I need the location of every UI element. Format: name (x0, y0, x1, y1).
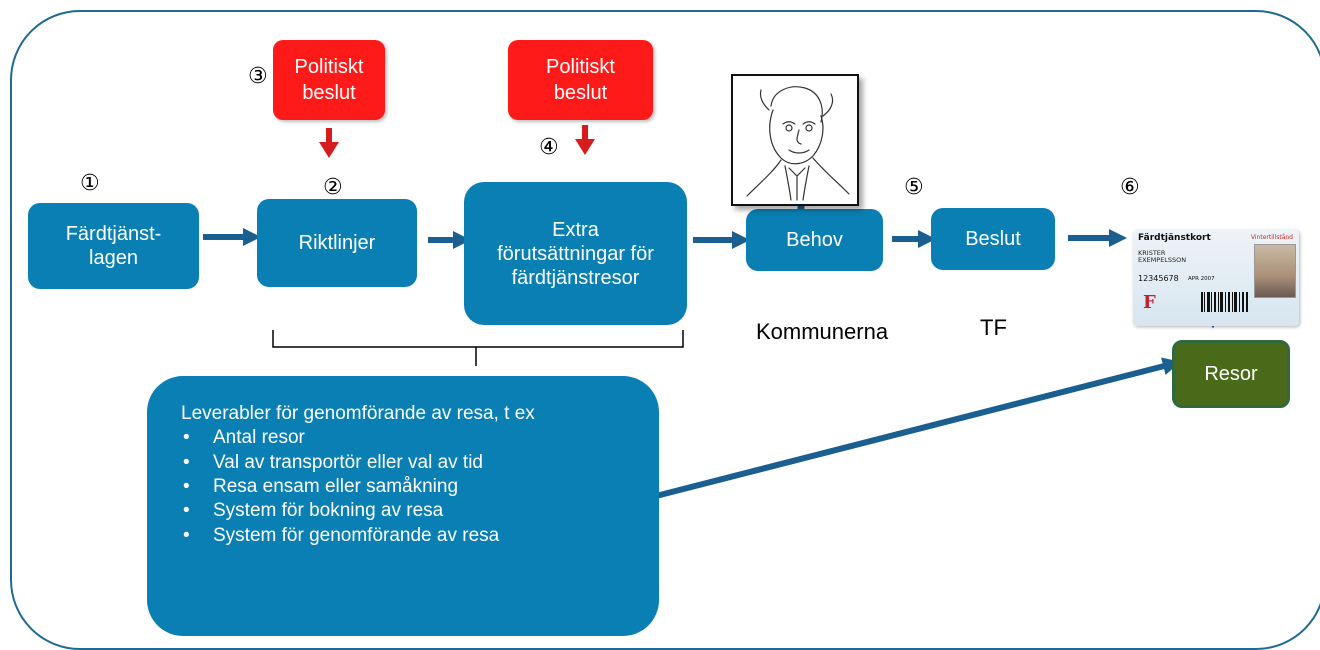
connector-layer (203, 125, 1224, 499)
card-logo: F (1143, 292, 1156, 313)
travel-card: Färdtjänstkort Vintertillstånd KRISTER E… (1133, 230, 1299, 326)
card-tag: Vintertillstånd (1250, 234, 1293, 241)
card-name-first: KRISTER (1138, 249, 1166, 257)
marker-5: ⑤ (904, 174, 924, 199)
red-arrow-first (319, 128, 339, 158)
marker-3: ③ (248, 63, 268, 88)
step-beslut: Beslut (931, 208, 1055, 270)
card-title: Färdtjänstkort (1138, 233, 1211, 243)
step-extra: Extra förutsättningar för färdtjänstreso… (464, 182, 687, 325)
deliverables-heading: Leverabler för genomförande av resa, t e… (181, 403, 535, 424)
outcome-resor: Resor (1172, 340, 1290, 408)
card-photo (1254, 244, 1296, 298)
deliverable-item: System för bokning av resa (181, 499, 639, 524)
deliverable-item: Resa ensam eller samåkning (181, 475, 639, 500)
step-riktlinjer-label: Riktlinjer (298, 232, 376, 254)
card-expiry: APR 2007 (1188, 276, 1215, 282)
label-tf: TF (980, 315, 1007, 340)
marker-4: ④ (539, 134, 559, 159)
step-lagen-label: Färdtjänst-lagen (65, 223, 162, 269)
marker-2: ② (323, 174, 343, 199)
step-riktlinjer: Riktlinjer (257, 199, 417, 287)
outcome-label: Resor (1204, 362, 1258, 385)
label-kommunerna: Kommunerna (756, 319, 889, 344)
card-id: 12345678 (1138, 274, 1179, 283)
step-lagen: Färdtjänst-lagen (28, 203, 199, 289)
step-beslut-label: Beslut (965, 228, 1021, 250)
card-holder: KRISTER EXEMPELSSON (1138, 249, 1187, 265)
arrow-deliverables-to-resor (655, 357, 1181, 499)
citizen-sketch-icon (746, 86, 850, 201)
barcode-icon (1201, 292, 1248, 312)
decision-first-label: Politiskt beslut (294, 56, 364, 104)
deliverables-box: Leverabler för genomförande av resa, t e… (147, 376, 659, 636)
brace (272, 330, 684, 366)
card-name-last: EXEMPELSSON (1138, 256, 1187, 265)
deliverable-item: Antal resor (181, 426, 639, 451)
marker-6: ⑥ (1120, 174, 1140, 199)
step-behov-label: Behov (786, 229, 843, 251)
decision-box-first: Politiskt beslut (273, 40, 385, 120)
decision-box-second: Politiskt beslut (508, 40, 653, 120)
step-extra-label: Extra förutsättningar för färdtjänstreso… (497, 218, 654, 289)
deliverables-list: Antal resor Val av transportör eller val… (181, 426, 639, 548)
red-arrow-second (575, 125, 595, 155)
deliverable-item: Val av transportör eller val av tid (181, 451, 639, 476)
decision-second-label: Politiskt beslut (546, 56, 615, 104)
step-behov: Behov (746, 209, 883, 271)
marker-1: ① (80, 170, 100, 195)
citizen-portrait (731, 74, 859, 206)
deliverable-item: System för genomförande av resa (181, 524, 639, 549)
